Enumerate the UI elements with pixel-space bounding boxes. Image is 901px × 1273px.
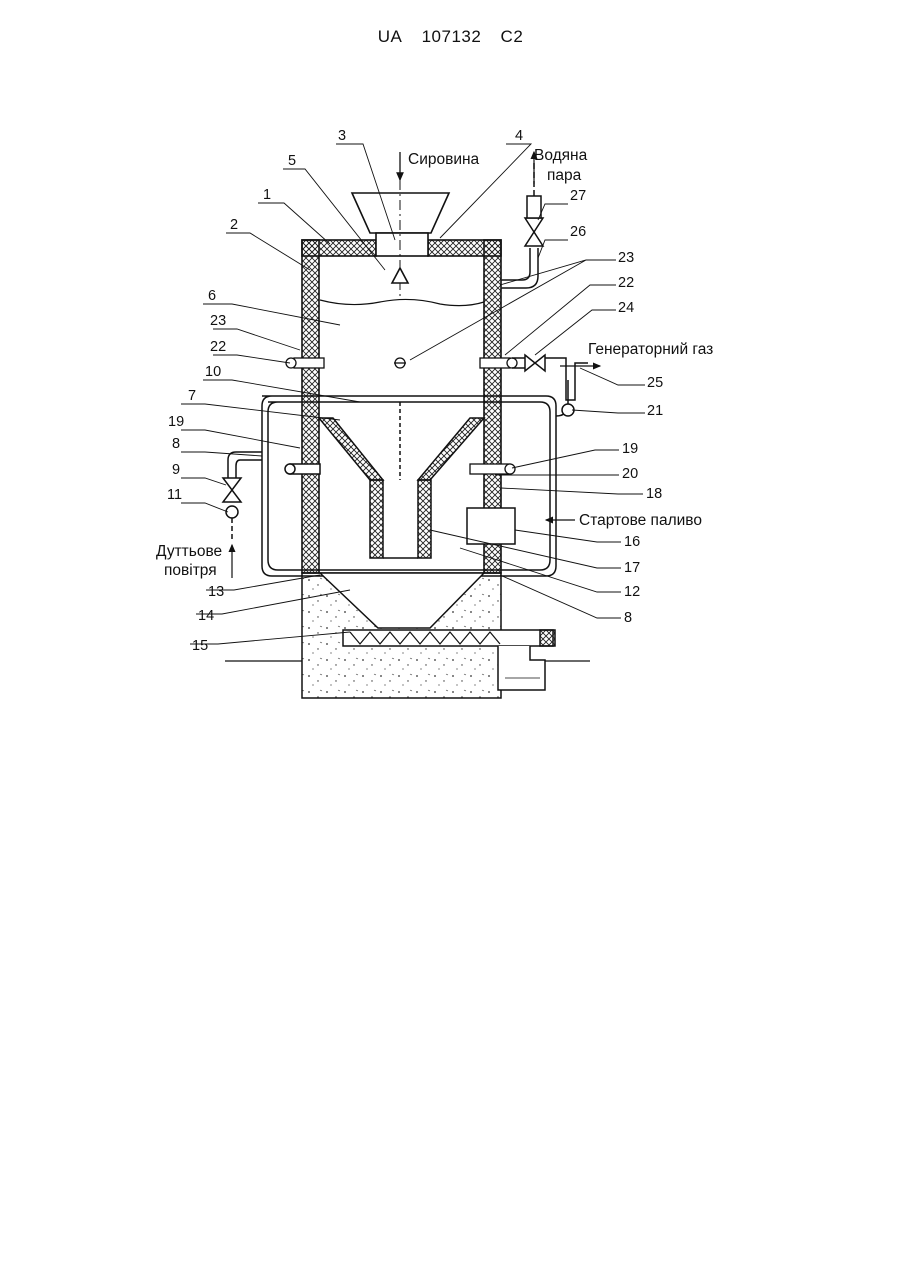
callout-12: 12: [624, 584, 640, 600]
callout-27: 27: [570, 188, 586, 204]
callout-13: 13: [208, 584, 224, 600]
callout-4: 4: [515, 128, 523, 144]
callout-1: 1: [263, 187, 271, 203]
callout-17: 17: [624, 560, 640, 576]
callout-5: 5: [288, 153, 296, 169]
ash-base: [225, 573, 590, 698]
callout-15: 15: [192, 638, 208, 654]
lower-tuyere-right: [470, 464, 515, 474]
callout-23-right: 23: [618, 250, 634, 266]
caption-blast-air-line2: повітря: [164, 562, 217, 579]
callout-18: 18: [646, 486, 662, 502]
caption-steam-line1: Водяна: [534, 147, 588, 164]
callout-8-left: 8: [172, 436, 180, 452]
callout-22-left: 22: [210, 339, 226, 355]
callout-16: 16: [624, 534, 640, 550]
callout-20: 20: [622, 466, 638, 482]
start-fuel-port: [467, 508, 515, 544]
callout-19-left: 19: [168, 414, 184, 430]
callout-21: 21: [647, 403, 663, 419]
callout-10: 10: [205, 364, 221, 380]
callout-3: 3: [338, 128, 346, 144]
caption-steam-line2: пара: [547, 167, 582, 184]
upper-tuyeres: [286, 358, 517, 368]
callout-2: 2: [230, 217, 238, 233]
callout-24: 24: [618, 300, 634, 316]
callout-22-right: 22: [618, 275, 634, 291]
caption-blast-air-line1: Дуттьове: [156, 543, 222, 560]
callout-19-right: 19: [622, 441, 638, 457]
callout-7: 7: [188, 388, 196, 404]
fuel-level-line: [320, 299, 484, 305]
callout-11: 11: [167, 487, 182, 503]
caption-start-fuel: Стартове паливо: [579, 512, 702, 529]
caption-raw-material: Сировина: [408, 151, 480, 168]
steam-outlet: [501, 160, 543, 288]
callout-26: 26: [570, 224, 586, 240]
callout-14: 14: [198, 608, 214, 624]
gas-outlet: [512, 355, 588, 400]
callout-25: 25: [647, 375, 663, 391]
callout-23-left: 23: [210, 313, 226, 329]
callout-8-right: 8: [624, 610, 632, 626]
callout-9: 9: [172, 462, 180, 478]
caption-generator-gas: Генераторний газ: [588, 341, 713, 358]
callout-6: 6: [208, 288, 216, 304]
